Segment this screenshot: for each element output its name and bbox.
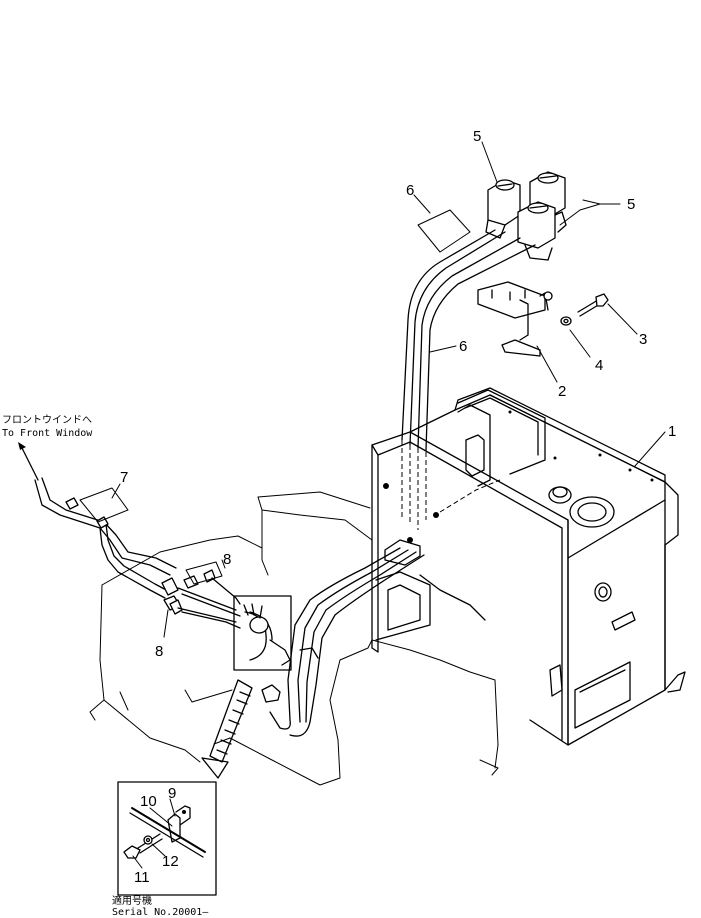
bolt-part-3	[577, 293, 609, 317]
leader-lines	[79, 141, 666, 869]
callout-1: 1	[668, 423, 676, 440]
note-front-window-jp: フロントウインドへ	[2, 414, 92, 426]
bracket-part-2	[477, 281, 553, 357]
detail-inset	[117, 781, 217, 896]
callout-6-top: 6	[406, 182, 414, 199]
callout-10: 10	[140, 793, 157, 810]
callout-2: 2	[558, 383, 566, 400]
window-hoses-part-7	[18, 442, 177, 599]
callout-7: 7	[120, 469, 128, 486]
callout-4: 4	[595, 357, 603, 374]
solenoid-valves-part-5	[485, 171, 567, 261]
callout-6-middle: 6	[459, 338, 467, 355]
callout-5-top: 5	[473, 128, 481, 145]
main-panel-part-1	[371, 387, 686, 746]
callout-labels: 1 2 3 4 5 5 6 6 7 8 8 9 10 11 12	[120, 128, 676, 886]
callout-8-upper: 8	[223, 551, 231, 568]
callout-12: 12	[162, 853, 179, 870]
callout-3: 3	[639, 331, 647, 348]
callout-11: 11	[134, 869, 150, 886]
nut-part-4	[560, 316, 572, 326]
notes: フロントウインドへ To Front Window 適用号機 Serial No…	[2, 414, 209, 918]
callout-5-right: 5	[627, 196, 635, 213]
note-serial-jp: 適用号機	[112, 894, 152, 907]
cab-body-outline	[89, 491, 499, 786]
callout-9: 9	[168, 785, 176, 802]
note-serial-en: Serial No.20001—	[112, 907, 209, 918]
fittings-part-8	[161, 569, 241, 629]
detail-frame	[201, 595, 292, 779]
hoses-part-6	[261, 229, 536, 737]
note-front-window-en: To Front Window	[2, 428, 93, 439]
callout-8-lower: 8	[155, 643, 163, 660]
